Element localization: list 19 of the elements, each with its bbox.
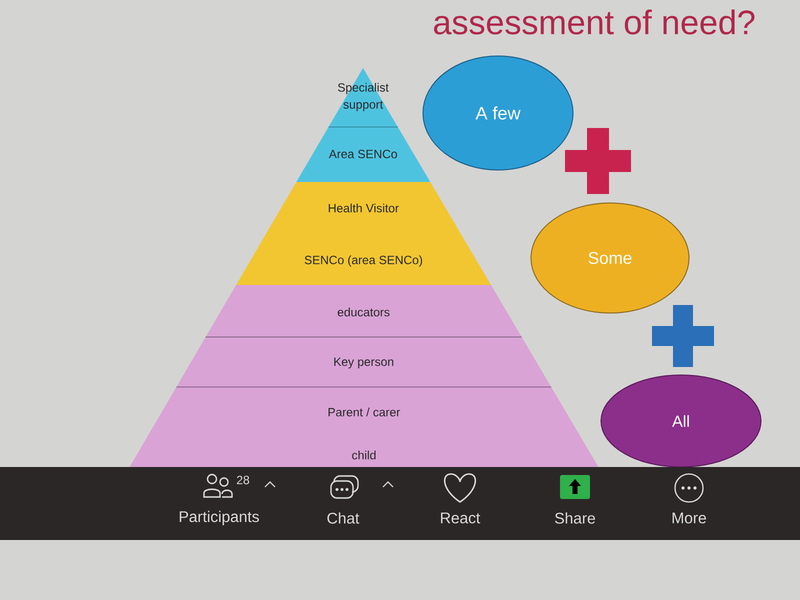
node-label: Key person bbox=[334, 358, 394, 368]
toolbar-label: Participants bbox=[180, 510, 259, 526]
node-label: Health Visitor bbox=[328, 204, 399, 212]
toolbar-label: Chat bbox=[327, 512, 360, 524]
pyramid-tier: SENCo (area SENCo) bbox=[236, 234, 491, 285]
pyramid-tier: Area SENCo bbox=[296, 127, 430, 182]
toolbar-label: Share bbox=[555, 512, 595, 524]
slide-title: assessment of need? bbox=[434, 10, 754, 34]
node-label: educators bbox=[338, 308, 390, 316]
pyramid-tier: Health Visitor bbox=[266, 182, 461, 234]
node-label: SENCo (area SENCo) bbox=[304, 255, 422, 267]
node-label: child bbox=[352, 450, 376, 460]
pyramid-tier: child bbox=[130, 437, 598, 467]
toolbar-label: React bbox=[441, 512, 480, 524]
pyramid-tier: Parent / carer bbox=[147, 387, 581, 437]
node-label: Area SENCo bbox=[328, 150, 398, 158]
toolbar-label: More bbox=[672, 512, 706, 524]
pyramid-tier: Key person bbox=[176, 337, 552, 387]
node-label: Parent / carer bbox=[328, 408, 400, 416]
